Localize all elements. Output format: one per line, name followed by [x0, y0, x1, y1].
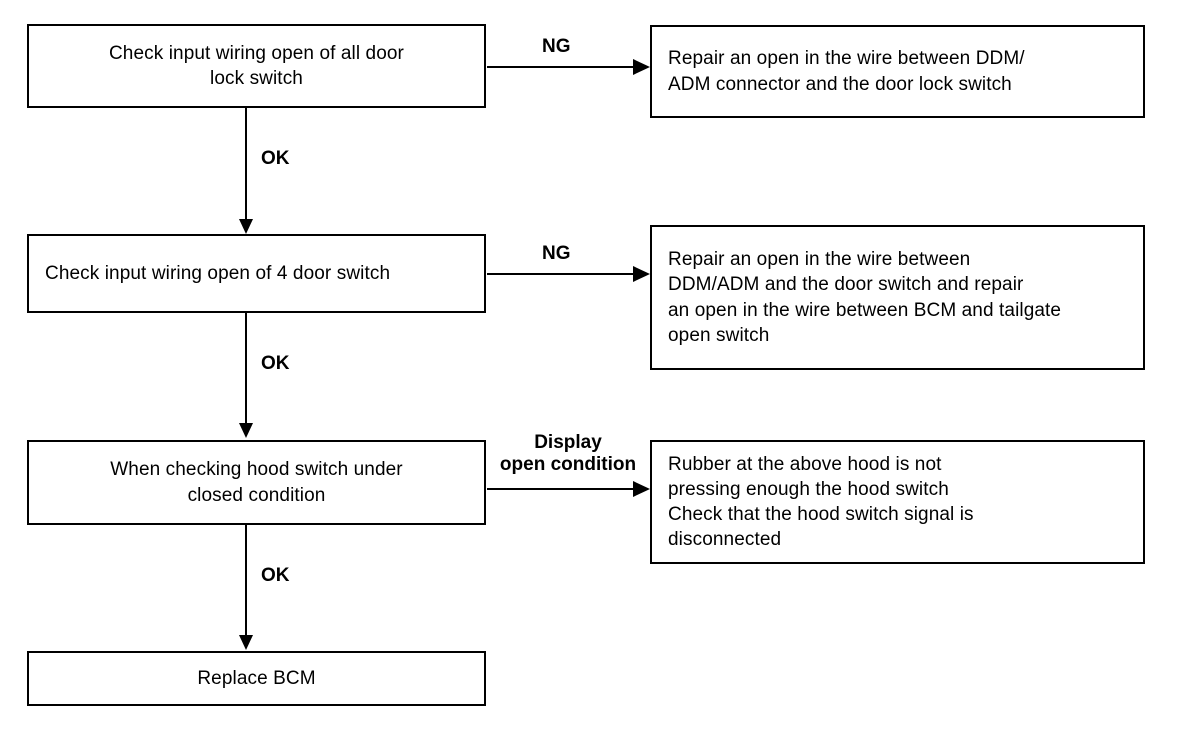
connector-ng-1-label: NG: [542, 36, 571, 57]
connector-ng-2-label: NG: [542, 243, 571, 264]
connector-display-open-condition-label: Display open condition: [499, 432, 637, 475]
connector-ok-3-label: OK: [261, 565, 290, 586]
connector-ok-1-line: [245, 108, 247, 220]
node-repair-door-switch-wire: Repair an open in the wire between DDM/A…: [650, 225, 1145, 370]
connector-ok-1-arrowhead: [239, 219, 253, 234]
node-check-hood-switch-label: When checking hood switch under closed c…: [110, 459, 403, 506]
node-check-door-lock-switch-label: Check input wiring open of all door lock…: [108, 42, 404, 89]
node-hood-rubber-result-label: Rubber at the above hood is not pressing…: [668, 453, 974, 551]
connector-ok-2: OK: [239, 313, 290, 439]
node-repair-door-lock-switch-wire-label: Repair an open in the wire between DDM/ …: [668, 48, 1025, 95]
node-check-door-lock-switch: Check input wiring open of all door lock…: [27, 24, 486, 108]
node-check-hood-switch: When checking hood switch under closed c…: [27, 440, 486, 525]
connector-display-open-condition-arrowhead: [633, 481, 650, 497]
connector-ok-3: OK: [239, 525, 290, 651]
node-repair-door-switch-wire-label: Repair an open in the wire between DDM/A…: [668, 249, 1062, 346]
node-repair-door-lock-switch-wire: Repair an open in the wire between DDM/ …: [650, 25, 1145, 118]
connector-ng-2-line: [487, 273, 635, 275]
node-check-4-door-switch: Check input wiring open of 4 door switch: [27, 234, 486, 313]
connector-ok-3-line: [245, 525, 247, 636]
node-check-4-door-switch-label: Check input wiring open of 4 door switch: [45, 262, 391, 284]
connector-ng-2-arrowhead: [633, 266, 650, 282]
connector-ok-2-line: [245, 313, 247, 424]
connector-ng-1-line: [487, 66, 635, 68]
connector-ok-1-label: OK: [261, 148, 290, 169]
connector-ok-2-arrowhead: [239, 423, 253, 438]
connector-ng-1-arrowhead: [633, 59, 650, 75]
connector-display-open-condition-line: [487, 488, 635, 490]
connector-ok-3-arrowhead: [239, 635, 253, 650]
node-replace-bcm: Replace BCM: [27, 651, 486, 706]
connector-ok-2-label: OK: [261, 353, 290, 374]
node-replace-bcm-label: Replace BCM: [197, 667, 316, 689]
node-hood-rubber-result: Rubber at the above hood is not pressing…: [650, 440, 1145, 564]
connector-ok-1: OK: [239, 108, 290, 234]
